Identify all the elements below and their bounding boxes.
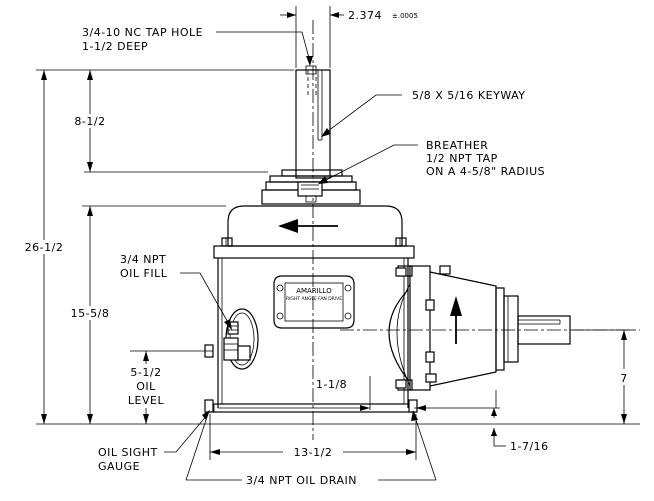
main-housing [204, 245, 418, 413]
center-lines [312, 20, 640, 440]
dim-drain-offset-text: 1-1/8 [316, 378, 347, 391]
nameplate-brand: AMARILLO [296, 287, 332, 295]
oil-fill-fitting [223, 308, 259, 370]
oil-fill-line2: OIL FILL [120, 267, 168, 280]
dim-input-height: 7 [572, 329, 634, 424]
nameplate-subtitle: RIGHT ANGLE FAN DRIVE [286, 296, 342, 302]
callout-oil-fill: 3/4 NPT OIL FILL [120, 253, 232, 330]
top-bearing-cap [261, 169, 361, 205]
tap-hole-line2: 1-1/2 DEEP [82, 40, 148, 53]
breather-line2: 1/2 NPT TAP [426, 152, 498, 165]
dim-base-width: 13-1/2 [209, 414, 417, 460]
input-housing [388, 265, 571, 391]
oil-drain-text: 3/4 NPT OIL DRAIN [246, 474, 357, 487]
tap-hole-line1: 3/4-10 NC TAP HOLE [82, 26, 203, 39]
dim-shaft-ext-text: 8-1/2 [74, 115, 105, 128]
oil-level-line2: LEVEL [128, 394, 165, 407]
dim-shaft-tol-text: ±.0005 [392, 12, 418, 20]
dim-base-offset-text: 1-7/16 [510, 440, 549, 453]
keyway-text: 5/8 X 5/16 KEYWAY [412, 89, 525, 102]
dim-base-offset: 1-7/16 [491, 408, 549, 453]
dim-base-width-text: 13-1/2 [294, 446, 333, 459]
oil-level-line1: OIL [136, 380, 156, 393]
dim-body-height-text: 15-5/8 [71, 307, 110, 320]
sight-gauge-line2: GAUGE [98, 460, 140, 473]
oil-fill-line1: 3/4 NPT [120, 253, 166, 266]
breather-line3: ON A 4-5/8" RADIUS [426, 165, 545, 178]
dim-drain-offset: 1-1/8 [218, 376, 500, 411]
nameplate: AMARILLO RIGHT ANGLE FAN DRIVE [273, 275, 355, 329]
callout-breather: BREATHER 1/2 NPT TAP ON A 4-5/8" RADIUS [318, 139, 545, 184]
breather-line1: BREATHER [426, 139, 488, 152]
dim-vertical-left: 8-1/2 26-1/2 15-5/8 [12, 69, 640, 425]
upper-housing [221, 205, 407, 247]
dim-oil-level: 5-1/2 OIL LEVEL [118, 350, 205, 424]
output-shaft [295, 65, 331, 179]
sight-gauge-line1: OIL SIGHT [98, 446, 158, 459]
dim-input-height-text: 7 [620, 372, 628, 385]
dim-overall-height-text: 26-1/2 [25, 241, 64, 254]
dim-shaft-dia-text: 2.374 [348, 9, 382, 22]
callout-tap-hole: 3/4-10 NC TAP HOLE 1-1/2 DEEP [82, 26, 313, 66]
dim-oil-level-text: 5-1/2 [130, 366, 161, 379]
callout-keyway: 5/8 X 5/16 KEYWAY [321, 89, 525, 137]
callout-oil-drain: 3/4 NPT OIL DRAIN [185, 410, 437, 487]
callout-sight-gauge: OIL SIGHT GAUGE [98, 410, 210, 473]
dim-shaft-diameter: 2.374 ±.0005 [280, 6, 418, 68]
